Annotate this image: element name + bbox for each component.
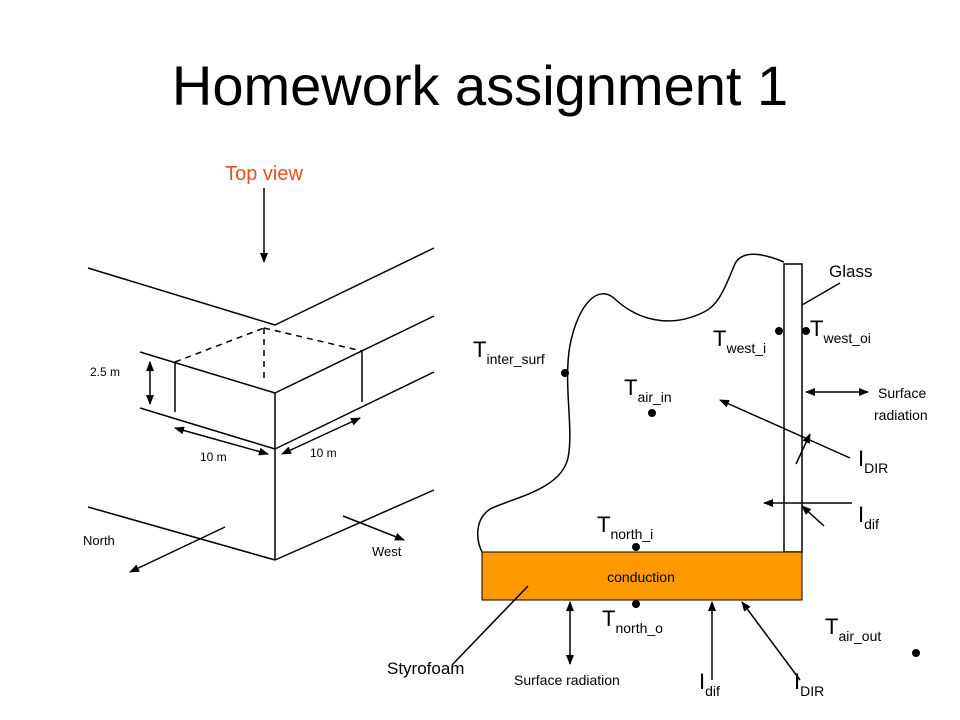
temperature-nodes (561, 327, 920, 657)
styrofoam-leader (451, 585, 529, 666)
t-north-o-label: Tnorth_o (602, 606, 663, 636)
i-dir-bottom-arrow (741, 601, 801, 681)
room-hidden-edges (174, 327, 363, 380)
north-arrow (129, 526, 226, 573)
glass-wall (783, 263, 803, 553)
ground-line (87, 506, 276, 561)
ground-line (274, 489, 435, 561)
i-dif-incident-arrow (801, 505, 825, 527)
node-t-air-out (912, 649, 920, 657)
i-dir-bottom-label: IDIR (794, 669, 824, 699)
top-view-label: Top view (225, 163, 303, 185)
width-dimension-arrow (281, 417, 361, 455)
interior-surface-curve (477, 253, 785, 553)
node-t-north-i (632, 543, 640, 551)
node-t-inter-surf (561, 369, 569, 377)
wall-line (274, 315, 435, 394)
styrofoam-slab (481, 551, 803, 601)
room-section (451, 253, 869, 681)
node-t-north-o (632, 600, 640, 608)
node-t-west-i (775, 327, 783, 335)
node-t-west-oi (802, 327, 810, 335)
wall-line (139, 351, 276, 394)
i-dir-transmitted-arrow (719, 399, 851, 459)
i-dir-incident-arrow (795, 433, 811, 465)
width-label-1: 10 m (200, 450, 227, 464)
wall-line (87, 267, 276, 326)
t-inter-surf-label: Tinter_surf (473, 337, 545, 367)
right-labels: Glass conduction Styrofoam Surface radia… (387, 262, 928, 699)
isometric-building (87, 188, 435, 573)
west-arrow (342, 515, 405, 541)
north-label: North (83, 533, 115, 548)
wall-line (139, 407, 276, 450)
surface-radiation-right-label-2: radiation (874, 407, 928, 423)
left-labels: Top view 2.5 m 10 m 10 m North West (83, 163, 402, 559)
surface-radiation-bottom-label: Surface radiation (514, 672, 620, 688)
t-air-out-label: Tair_out (825, 614, 881, 644)
width-label-2: 10 m (310, 446, 337, 460)
wall-line (274, 247, 435, 326)
i-dif-right-label: Idif (858, 502, 879, 532)
t-north-i-label: Tnorth_i (597, 512, 653, 542)
west-label: West (372, 544, 402, 559)
t-air-in-label: Tair_in (624, 375, 672, 405)
node-t-air-in (648, 409, 656, 417)
t-west-oi-label: Twest_oi (810, 316, 871, 346)
glass-leader (801, 282, 841, 306)
i-dir-right-label: IDIR (858, 446, 888, 476)
styrofoam-label: Styrofoam (387, 659, 464, 678)
surface-radiation-right-label-1: Surface (878, 385, 926, 401)
wall-line (274, 371, 435, 450)
page-title: Homework assignment 1 (171, 54, 789, 117)
height-label: 2.5 m (90, 365, 120, 379)
i-dif-bottom-label: Idif (699, 669, 720, 699)
glass-label: Glass (829, 262, 872, 281)
width-dimension-arrow (174, 426, 269, 456)
conduction-label: conduction (607, 569, 675, 585)
t-west-i-label: Twest_i (713, 326, 766, 356)
